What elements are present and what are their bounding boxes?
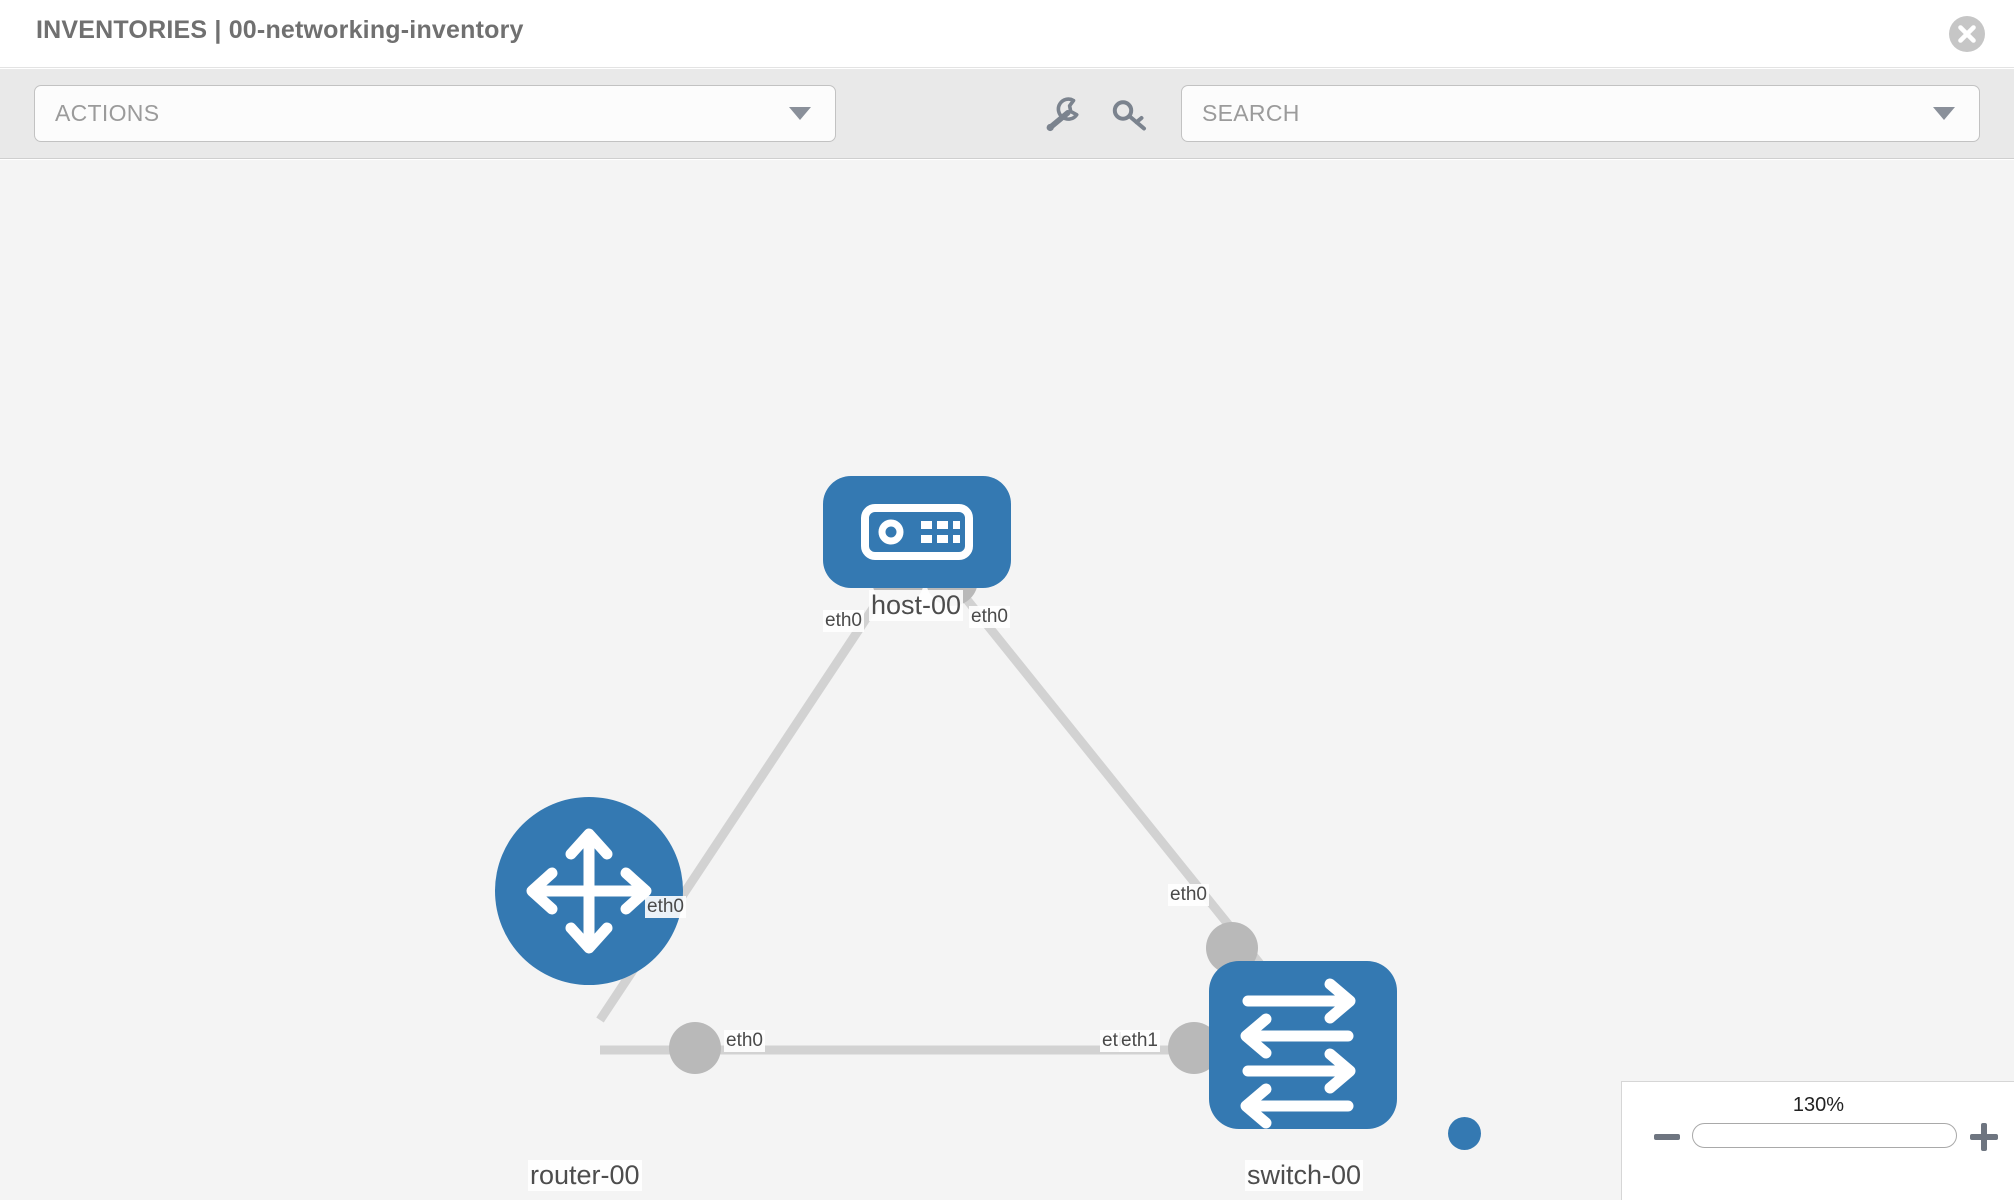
zoom-slider-thumb[interactable] [1448,1117,1481,1150]
chevron-down-icon [1933,107,1955,120]
connector-switch00-left [1168,1022,1220,1074]
actions-dropdown[interactable]: ACTIONS [34,85,836,142]
node-host-00 [823,476,1011,588]
search-placeholder: SEARCH [1202,100,1300,126]
wrench-icon[interactable] [1043,97,1083,133]
node-label-host-00: host-00 [869,590,964,621]
search-input[interactable]: SEARCH [1181,85,1980,142]
key-icon[interactable] [1110,97,1150,133]
link-host00-switch00 [931,557,1289,998]
node-label-switch-00: switch-00 [1245,1160,1364,1191]
zoom-control-panel: 130% [1621,1081,2014,1200]
graph-links [596,557,1290,1055]
node-label-router-00: router-00 [528,1160,642,1191]
zoom-in-button-stem[interactable] [1981,1123,1987,1151]
router-arrows-icon [526,828,652,954]
zoom-level-value: 130% [1792,1094,1845,1116]
switch-arrows-icon [1240,978,1356,1129]
page-title: INVENTORIES | 00-networking-inventory [36,16,524,44]
node-router-00 [495,797,683,985]
interface-label: eth0 [724,1030,765,1052]
topology-graph [495,476,1397,1129]
zoom-out-button[interactable] [1654,1134,1680,1140]
graph-connectors [669,554,1258,1074]
zoom-slider-track[interactable] [1692,1123,1957,1148]
interface-label: eth1 [1119,1030,1160,1052]
toolbar: ACTIONS SEARCH [0,69,2014,159]
interface-label: eth0 [645,896,686,918]
interface-label: eth0 [823,610,864,632]
chevron-down-icon [789,107,811,120]
node-host-00-shape [823,476,1011,588]
interface-label: eth0 [1168,884,1209,906]
server-icon [861,504,973,560]
node-switch-00 [1209,961,1397,1129]
connector-router00-right [669,1022,721,1074]
actions-dropdown-label: ACTIONS [55,100,160,126]
close-icon[interactable] [1948,15,1986,53]
interface-label: eth0 [969,606,1010,628]
page-header: INVENTORIES | 00-networking-inventory [0,0,2014,68]
topology-canvas[interactable]: host-00 router-00 switch-00 eth0 eth0 et… [0,160,2014,1200]
